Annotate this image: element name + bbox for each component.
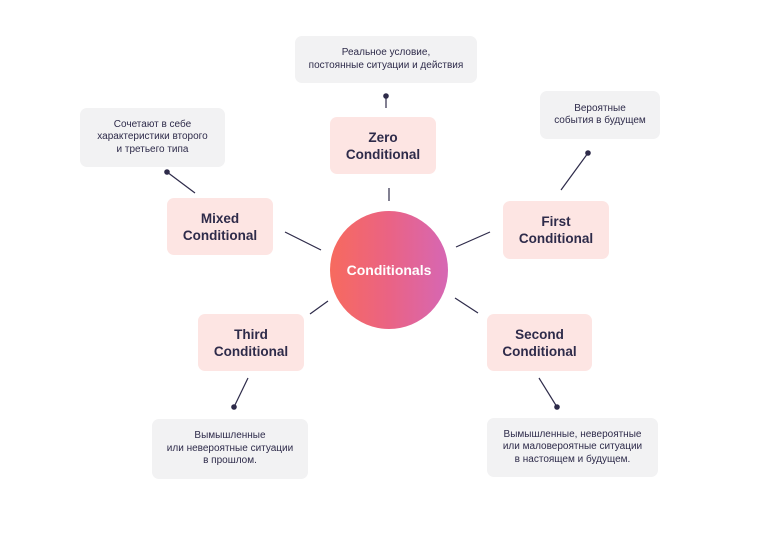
note-line: события в будущем xyxy=(554,115,646,126)
node-label-line1: Second xyxy=(515,326,564,342)
node-third-conditional: Third Conditional xyxy=(198,314,304,371)
node-first-conditional: First Conditional xyxy=(503,201,609,259)
connector-first-note xyxy=(560,152,589,191)
note-line: или невероятные ситуации xyxy=(166,442,294,454)
node-label-line1: Zero xyxy=(368,129,398,145)
note-line: в прошлом. xyxy=(203,455,257,467)
node-zero-conditional: Zero Conditional xyxy=(330,117,436,174)
connector-dot xyxy=(231,404,237,410)
node-label-line1: First xyxy=(541,214,571,229)
connector-third-note xyxy=(233,377,249,408)
center-label: Conditionals xyxy=(346,262,432,278)
note-line: постоянные ситуации и действия xyxy=(308,59,464,71)
connector-second-note xyxy=(538,377,558,408)
node-second-conditional: Second Conditional xyxy=(487,314,592,371)
node-label-line1: Mixed xyxy=(200,210,240,226)
connector-center-third xyxy=(309,300,329,315)
node-mixed-conditional: Mixed Conditional xyxy=(167,198,273,255)
note-second-conditional: Вымышленные, невероятные или маловероятн… xyxy=(487,418,658,477)
connector-dot xyxy=(585,150,591,156)
note-line: и третьего типа xyxy=(116,143,189,155)
node-label-line2: Conditional xyxy=(502,343,577,359)
connector-center-mixed xyxy=(284,231,322,251)
connector-dot xyxy=(554,404,560,410)
note-line: характеристики второго xyxy=(97,131,208,143)
note-line: или маловероятные ситуации xyxy=(502,441,643,453)
note-third-conditional: Вымышленные или невероятные ситуации в п… xyxy=(152,419,308,479)
node-label-line1: Third xyxy=(234,326,268,342)
node-label-line2: Conditional xyxy=(518,231,594,246)
note-line: Вероятные xyxy=(574,102,626,114)
note-line: Реальное условие, xyxy=(341,47,431,58)
center-node-conditionals: Conditionals xyxy=(330,211,448,329)
note-mixed-conditional: Сочетают в себе характеристики второго и… xyxy=(80,108,225,167)
connector-dot xyxy=(383,93,389,99)
note-zero-conditional: Реальное условие, постоянные ситуации и … xyxy=(295,36,477,83)
node-label-line2: Conditional xyxy=(345,146,421,162)
note-first-conditional: Вероятные события в будущем xyxy=(540,91,660,139)
note-line: Вымышленные xyxy=(194,430,266,442)
note-line: в настоящем и будущем. xyxy=(514,453,631,465)
connector-center-second xyxy=(454,297,479,314)
connector-center-first xyxy=(455,231,491,248)
note-line: Сочетают в себе xyxy=(113,118,192,130)
connector-mixed-note xyxy=(166,171,196,194)
node-label-line2: Conditional xyxy=(182,227,258,243)
connector-dot xyxy=(164,169,170,175)
note-line: Вымышленные, невероятные xyxy=(503,428,642,440)
node-label-line2: Conditional xyxy=(213,343,289,359)
